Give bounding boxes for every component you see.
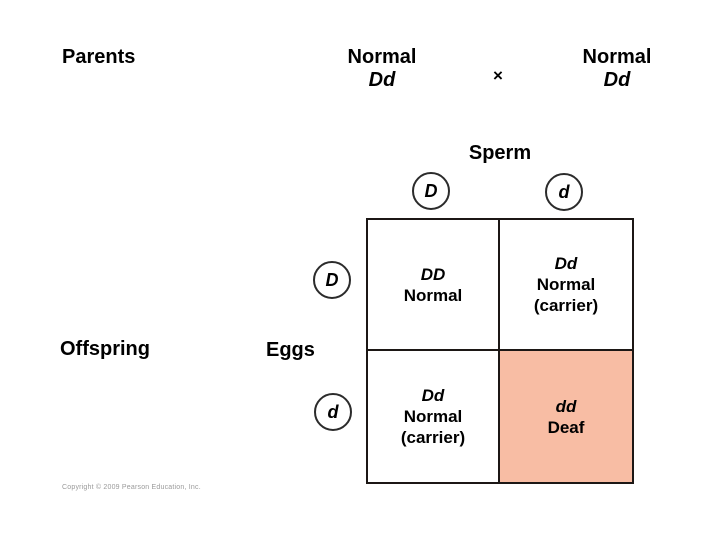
sperm-label: Sperm <box>468 142 532 164</box>
sperm-allele-D: D <box>424 180 438 201</box>
cell-phenotype: Normal <box>403 407 463 426</box>
punnett-cell-DD: DD Normal <box>368 220 500 351</box>
punnett-square: DD Normal Dd Normal (carrier) Dd Normal … <box>366 218 634 484</box>
parent-1: Normal Dd <box>322 46 442 92</box>
cell-phenotype: Normal <box>536 275 596 294</box>
cell-phenotype: Deaf <box>547 417 585 437</box>
egg-allele-D: D <box>325 269 339 290</box>
egg-allele-D-circle: D <box>313 261 351 299</box>
offspring-label: Offspring <box>60 338 150 360</box>
parent-2-phenotype: Normal <box>582 46 652 68</box>
cell-genotype: DD <box>420 264 446 284</box>
cell-genotype: Dd <box>554 254 578 273</box>
cell-note: (carrier) <box>400 428 466 447</box>
parent-2: Normal Dd <box>557 46 677 92</box>
egg-allele-d: d <box>327 401 339 422</box>
cross-symbol: × <box>493 66 503 85</box>
egg-allele-d-circle: d <box>314 393 352 431</box>
sperm-allele-D-circle: D <box>412 172 450 210</box>
sperm-allele-d: d <box>558 181 570 202</box>
cell-genotype: dd <box>555 396 577 416</box>
sperm-allele-d-circle: d <box>545 173 583 211</box>
eggs-label: Eggs <box>266 339 315 361</box>
parent-1-phenotype: Normal <box>347 46 417 68</box>
cell-genotype: Dd <box>421 386 445 405</box>
punnett-cell-dd-highlighted: dd Deaf <box>500 351 632 482</box>
punnett-cell-Dd-bottom: Dd Normal (carrier) <box>368 351 500 482</box>
copyright-text: Copyright © 2009 Pearson Education, Inc. <box>62 484 201 491</box>
parent-2-genotype: Dd <box>603 69 631 91</box>
parents-label: Parents <box>62 46 136 68</box>
punnett-cell-Dd-top: Dd Normal (carrier) <box>500 220 632 351</box>
cell-phenotype: Normal <box>403 285 463 305</box>
parent-1-genotype: Dd <box>368 69 396 91</box>
cell-note: (carrier) <box>533 296 599 315</box>
